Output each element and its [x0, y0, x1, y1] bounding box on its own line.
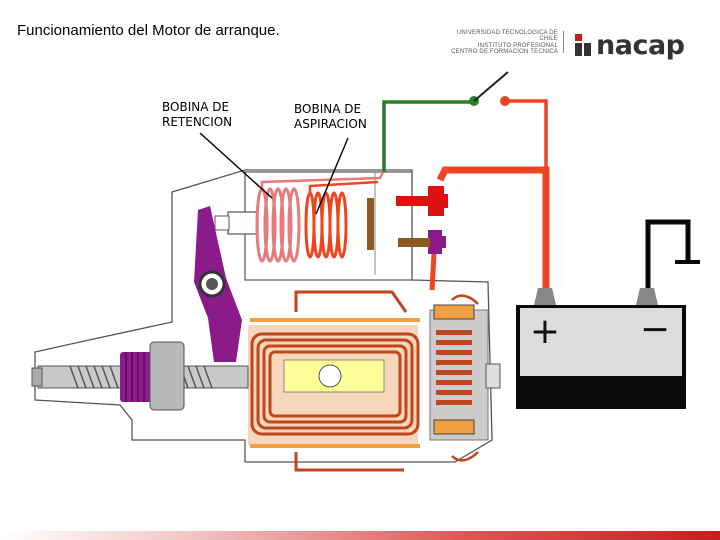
university-line: CENTRO DE FORMACION TECNICA [451, 49, 558, 56]
overrunning-clutch [149, 341, 185, 411]
inacap-logo-icon [575, 34, 591, 56]
field-windings [250, 332, 420, 436]
university-line: INSTITUTO PROFESIONAL [477, 42, 558, 49]
battery-main-cable [436, 166, 550, 290]
brush-bottom [433, 419, 475, 435]
battery-positive-post [534, 288, 556, 305]
contact-disk [367, 198, 374, 250]
retention-coil [255, 187, 301, 263]
footer-brand-bar [0, 531, 720, 540]
ignition-switch-lever [473, 71, 509, 102]
slide-title: Funcionamiento del Motor de arranque. [17, 22, 280, 39]
battery-negative-post [636, 288, 658, 305]
shaft-threads [69, 365, 213, 389]
battery-negative-symbol: − [640, 309, 670, 350]
commutator [436, 330, 472, 405]
university-logo-text: UNIVERSIDAD TECNOLOGICA DE CHILE INSTITU… [442, 30, 558, 56]
logo-divider [563, 31, 564, 53]
battery-label-strip [520, 308, 682, 376]
ground-wire [645, 219, 691, 288]
switch-feed-wire [505, 99, 548, 170]
inacap-logo-text: nacap [596, 30, 685, 61]
pinion-gear [120, 352, 152, 402]
battery-positive-symbol: + [530, 311, 560, 352]
solenoid-plunger [227, 211, 259, 235]
brush-top [433, 304, 475, 320]
pointer-pull-in-coil [315, 137, 349, 215]
label-pull-in-coil: BOBINA DE ASPIRACION [294, 102, 367, 131]
armature-shaft-end [318, 364, 342, 388]
university-line: UNIVERSIDAD TECNOLOGICA DE CHILE [456, 30, 558, 43]
battery-terminal-stud [428, 186, 444, 216]
label-retention-coil: BOBINA DE RETENCION [162, 100, 233, 129]
pull-in-coil [304, 191, 348, 259]
pointer-retention-coil [199, 132, 273, 199]
control-wire [382, 100, 474, 172]
commutator-shaft [485, 363, 501, 389]
